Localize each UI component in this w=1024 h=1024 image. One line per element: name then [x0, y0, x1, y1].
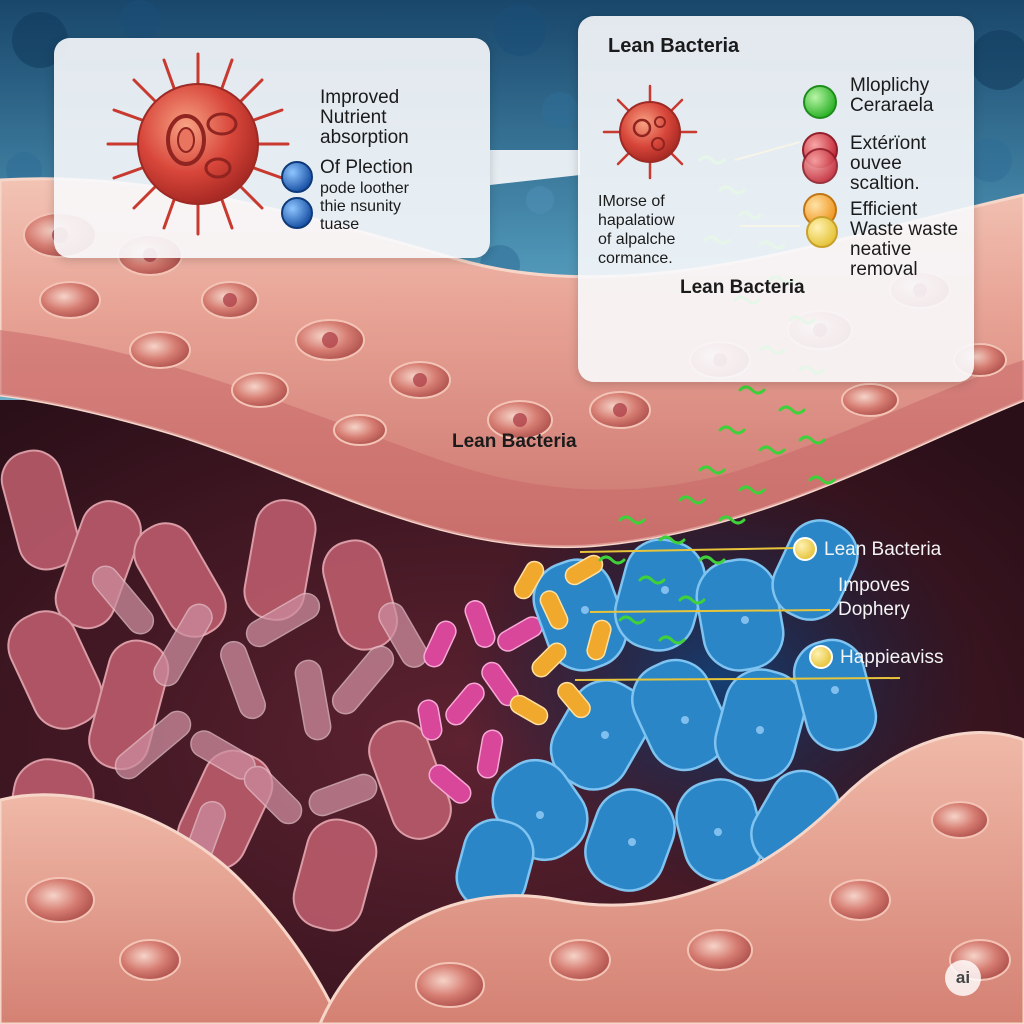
red-spiky-microbe-icon — [106, 52, 290, 236]
item-3-text: Efficient Waste waste neative removal — [850, 199, 959, 280]
intestinal-wall-lower-right — [318, 731, 1024, 1024]
callout-happiness: Happieaviss — [840, 647, 944, 668]
blue-bacterium-dot-icon — [281, 197, 313, 229]
callout-dot-icon — [793, 537, 817, 561]
info-panel-right: Lean Bacteria Mloplichy Ceraraela — [578, 16, 974, 382]
item-title-plection: Of Plection — [320, 157, 413, 178]
blue-bacterium-dot-icon — [281, 161, 313, 193]
panel-title-lean-bacteria: Lean Bacteria — [608, 35, 740, 57]
magenta-microbes — [417, 600, 543, 804]
callout-improves: Impoves Dophery — [838, 575, 910, 620]
red-bacterium-dot-icon — [802, 132, 838, 184]
item-1-text: Mloplichy Ceraraela — [850, 75, 934, 116]
blue-bacteria-spots — [536, 586, 839, 846]
info-panel-left: Improved Nutrient absorption Of Plection… — [54, 38, 490, 258]
item-2-text: Extérïont ouvee scaltion. — [850, 133, 927, 194]
item-desc-plection: pode loother thie nsunity tuase — [320, 180, 409, 233]
orange-bacterium-dot-icon — [803, 193, 838, 248]
green-bacterium-dot-icon — [803, 85, 837, 119]
orange-microbes — [509, 499, 616, 726]
benefit-improved-nutrient-absorption: Improved Nutrient absorption — [320, 87, 409, 148]
small-red-microbe-icon — [602, 84, 698, 180]
center-label-lean-bacteria: Lean Bacteria — [452, 431, 577, 452]
panel-bottom-label-lean-bacteria: Lean Bacteria — [680, 277, 805, 298]
panel-connector — [490, 150, 580, 185]
blue-bacteria-mass — [455, 519, 878, 912]
callout-lean-bacteria: Lean Bacteria — [824, 539, 942, 560]
side-note-text: IMorse of hapalatiow of alpalche cormanc… — [598, 193, 676, 267]
intestinal-wall-inner-band — [0, 330, 1024, 547]
callout-dot-icon — [809, 645, 833, 669]
ai-watermark-badge: ai — [945, 960, 981, 996]
